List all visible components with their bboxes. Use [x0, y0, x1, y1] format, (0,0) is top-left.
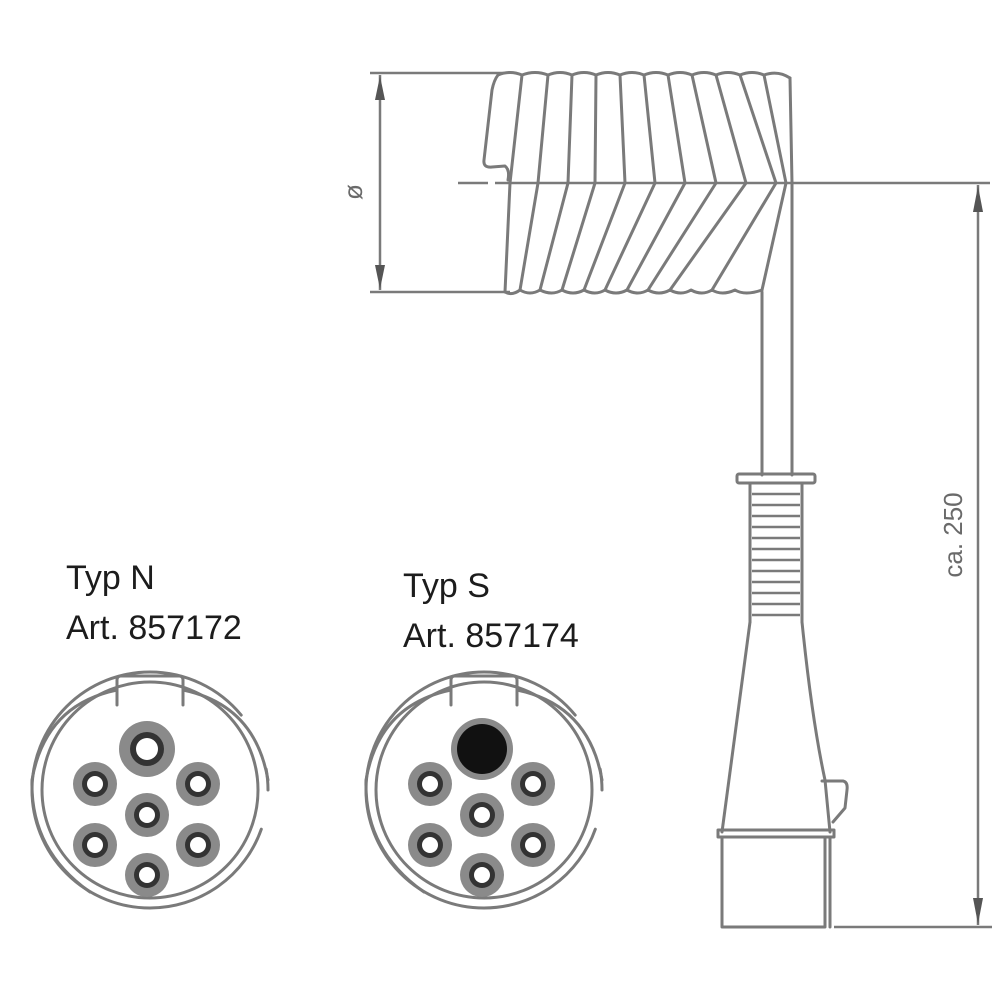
typ-s-article-label: Art. 857174: [403, 617, 579, 655]
pin: [460, 853, 504, 897]
length-label: ca. 250: [938, 492, 968, 577]
pin: [176, 823, 220, 867]
pin: [511, 762, 555, 806]
pin: [176, 762, 220, 806]
connector-face-typ-n: [30, 670, 270, 910]
typ-n-type-label: Typ N: [66, 559, 155, 597]
pin: [73, 823, 117, 867]
pin-1-large: [119, 721, 175, 777]
pin: [408, 762, 452, 806]
cable-straight: [760, 181, 794, 477]
pin: [73, 762, 117, 806]
coil-diameter-label: ø: [338, 184, 368, 200]
pin-1-filled: [451, 718, 513, 780]
pin: [511, 823, 555, 867]
strain-relief: [735, 472, 817, 624]
length-dimension: ca. 250: [834, 185, 992, 929]
typ-n-article-label: Art. 857172: [66, 609, 242, 647]
coil-spring: [482, 71, 794, 296]
pin: [125, 853, 169, 897]
plug-body: [716, 620, 849, 929]
coil-diameter-dimension: ø: [338, 71, 510, 294]
connector-face-typ-s: [364, 670, 604, 910]
pin-center: [125, 793, 169, 837]
pin-center: [460, 793, 504, 837]
pin: [408, 823, 452, 867]
typ-s-type-label: Typ S: [403, 567, 490, 605]
